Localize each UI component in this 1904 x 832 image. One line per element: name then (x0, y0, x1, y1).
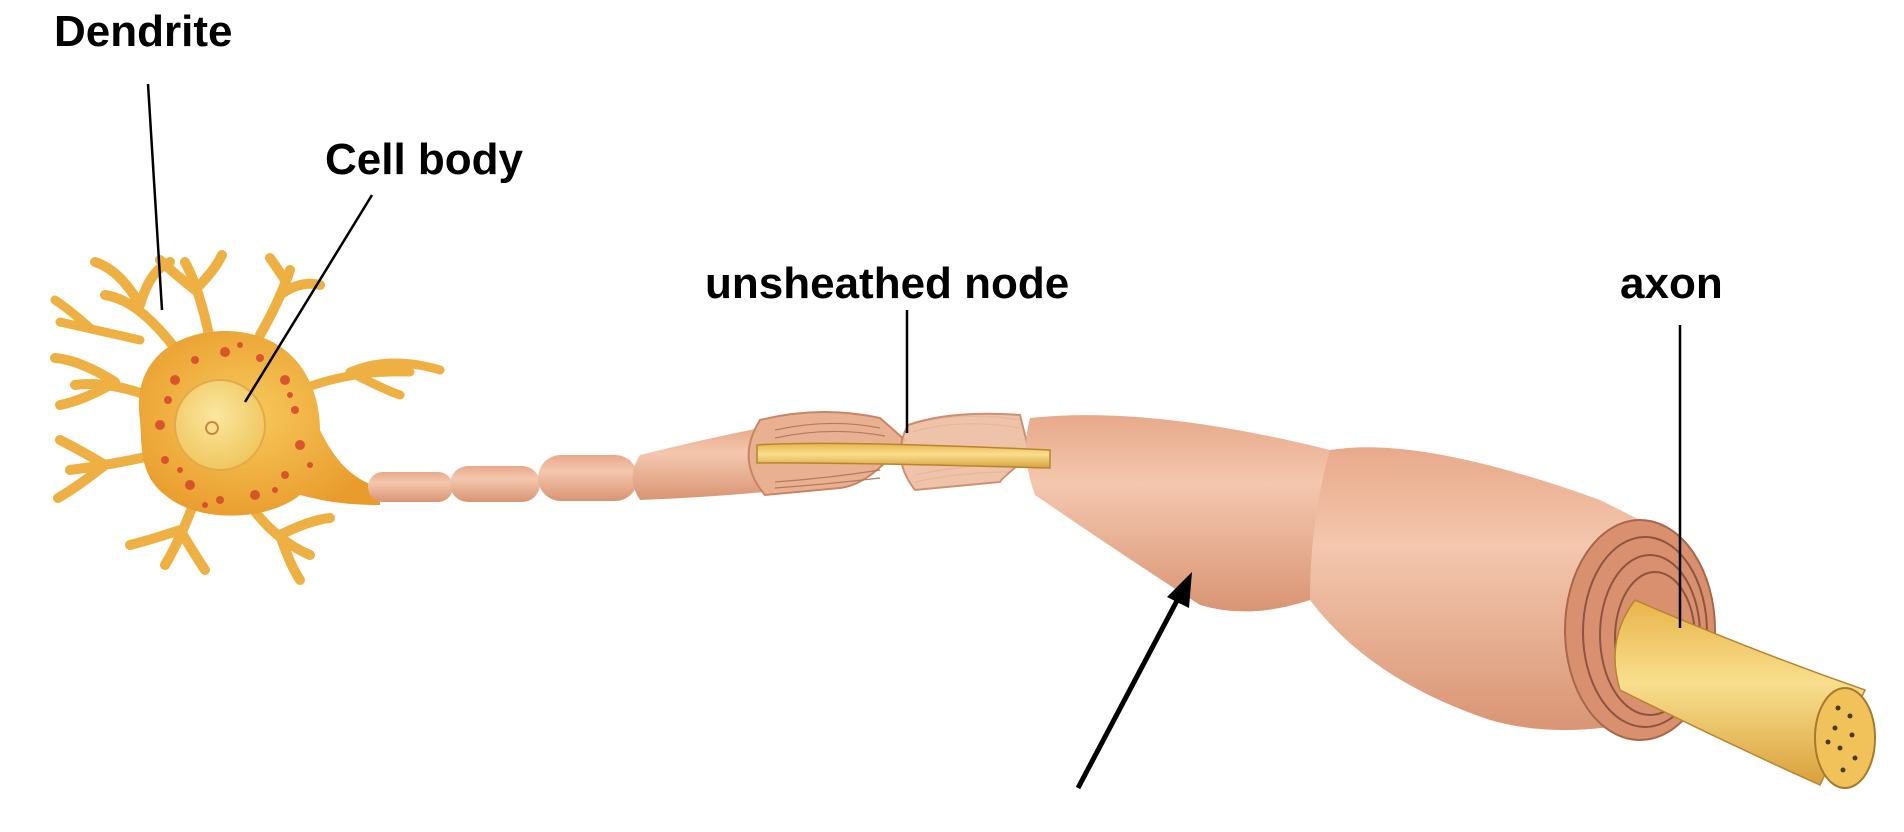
label-dendrite: Dendrite (54, 10, 232, 54)
label-unsheathed-node: unsheathed node (705, 262, 1069, 306)
dendrite-branch (58, 440, 155, 498)
sheath-segment (538, 455, 638, 501)
sheath-segment (450, 466, 540, 502)
axon-cross-section (1815, 688, 1875, 788)
sheath-segment (633, 428, 766, 500)
dendrite-branch (250, 505, 330, 580)
dendrite-branch (160, 255, 222, 340)
label-axon: axon (1620, 262, 1723, 306)
dendrite-branch (130, 500, 205, 570)
dendrite-branch (300, 363, 440, 395)
label-cell-body: Cell body (325, 138, 523, 182)
cell-body (139, 331, 380, 516)
sheath-segment (368, 472, 453, 502)
pointer-arrow (1078, 572, 1192, 788)
arrow-shaft (1078, 595, 1180, 788)
